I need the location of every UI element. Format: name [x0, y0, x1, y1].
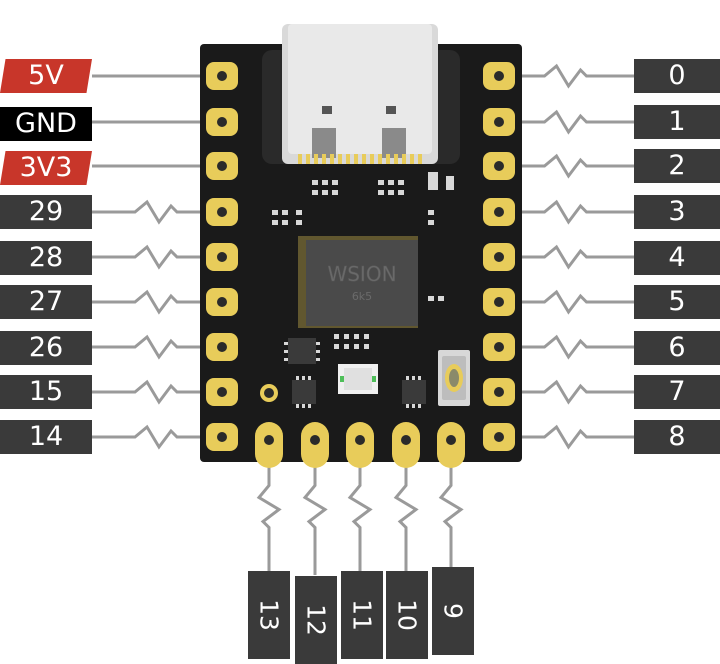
pin-label-left-6: 26: [0, 331, 92, 365]
smd-components: [272, 172, 454, 349]
pin-label-right-7: 7: [634, 375, 720, 409]
left-pad-7: [206, 378, 238, 406]
left-pad-8: [206, 423, 238, 451]
chip-sub-marking: 6k5: [352, 290, 372, 303]
bottom-leader-4: [438, 440, 464, 575]
pin-label-bottom-0-text: 13: [254, 599, 284, 631]
right-pad-3: [483, 198, 515, 226]
pin-label-left-8: 14: [0, 420, 92, 454]
right-pad-8: [483, 423, 515, 451]
right-leader-2: [499, 153, 634, 179]
right-leader-5: [499, 289, 634, 315]
left-pad-5: [206, 288, 238, 316]
left-pad-2: [206, 152, 238, 180]
right-leader-4: [499, 244, 634, 270]
left-pad-3: [206, 198, 238, 226]
pin-label-left-2: 3V3: [0, 151, 92, 185]
right-leader-8: [499, 424, 634, 450]
pin-label-right-3: 3: [634, 195, 720, 229]
pin-pads: [206, 62, 515, 468]
bottom-leader-1: [302, 440, 328, 575]
right-leader-7: [499, 379, 634, 405]
pin-label-bottom-3: 10: [386, 571, 428, 659]
pin-label-left-0: 5V: [0, 59, 92, 93]
pin-label-left-4: 28: [0, 241, 92, 275]
right-pad-6: [483, 333, 515, 361]
bottom-pad-3: [392, 422, 420, 468]
small-ics: [284, 338, 426, 408]
left-leader-8: [92, 424, 222, 450]
pin-label-bottom-3-text: 10: [392, 599, 422, 631]
pin-label-right-0: 0: [634, 59, 720, 93]
left-pad-6: [206, 333, 238, 361]
right-pad-5: [483, 288, 515, 316]
left-leader-7: [92, 379, 222, 405]
pin-label-right-5: 5: [634, 285, 720, 319]
left-pad-1: [206, 108, 238, 136]
pin-label-right-8: 8: [634, 420, 720, 454]
right-leader-0: [499, 63, 634, 89]
chip-marking: WSION: [327, 262, 396, 286]
right-pad-4: [483, 243, 515, 271]
right-leader-3: [499, 199, 634, 225]
right-pad-1: [483, 108, 515, 136]
pin-label-bottom-4: 9: [432, 567, 474, 655]
main-chip: WSION 6k5: [298, 236, 418, 328]
pin-label-right-6: 6: [634, 331, 720, 365]
bottom-leader-0: [256, 440, 282, 575]
pin-label-left-3: 29: [0, 195, 92, 229]
left-pad-0: [206, 62, 238, 90]
bottom-leader-2: [347, 440, 373, 575]
bottom-pad-0: [255, 422, 283, 468]
bottom-leader-3: [393, 440, 419, 575]
pin-label-bottom-1-text: 12: [301, 604, 331, 636]
right-leader-1: [499, 109, 634, 135]
pin-label-bottom-1: 12: [295, 576, 337, 664]
left-leader-3: [92, 199, 222, 225]
pin-label-right-2: 2: [634, 149, 720, 183]
right-leader-6: [499, 334, 634, 360]
bottom-pad-4: [437, 422, 465, 468]
boot-button: [438, 350, 470, 406]
right-pad-0: [483, 62, 515, 90]
pin-label-bottom-2: 11: [341, 571, 383, 659]
left-leader-4: [92, 244, 222, 270]
rgb-led: [338, 364, 378, 394]
left-leader-6: [92, 334, 222, 360]
pin-label-bottom-2-text: 11: [347, 599, 377, 631]
bottom-pad-2: [346, 422, 374, 468]
left-pad-4: [206, 243, 238, 271]
bottom-pad-1: [301, 422, 329, 468]
usb-c-connector: [262, 24, 460, 164]
right-pad-2: [483, 152, 515, 180]
pin-label-bottom-0: 13: [248, 571, 290, 659]
pin-label-bottom-4-text: 9: [438, 603, 468, 619]
pin-label-left-7: 15: [0, 375, 92, 409]
pin-label-right-4: 4: [634, 241, 720, 275]
pin-label-left-1: GND: [0, 107, 92, 141]
pin-label-left-5: 27: [0, 285, 92, 319]
right-pad-7: [483, 378, 515, 406]
left-leader-5: [92, 289, 222, 315]
pin-label-right-1: 1: [634, 105, 720, 139]
leader-lines: [92, 63, 634, 575]
